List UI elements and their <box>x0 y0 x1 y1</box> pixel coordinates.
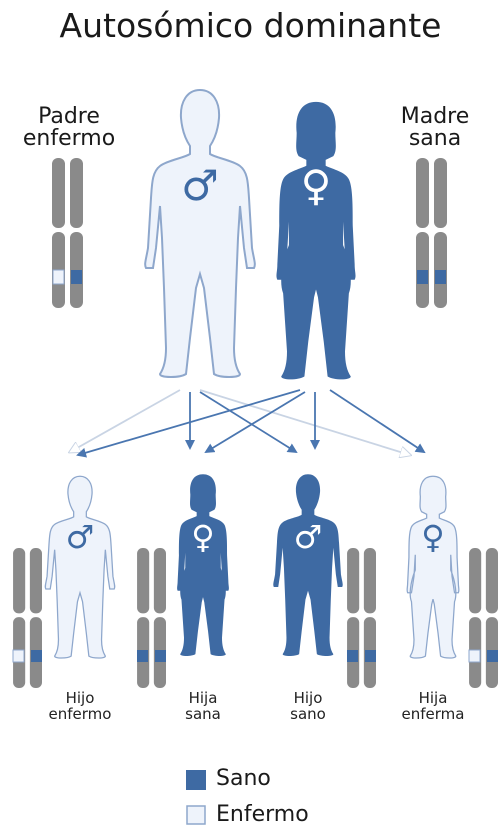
child3-allele-healthy-2 <box>365 650 376 662</box>
child2-symbol-icon: ♀ <box>191 518 214 556</box>
arrow-mother-to-daughter-affected <box>330 390 424 452</box>
mother-allele-healthy-2 <box>435 270 446 284</box>
mother-allele-healthy-1 <box>417 270 428 284</box>
arrow-father-to-son-affected <box>70 390 180 452</box>
arrow-mother-to-daughter-healthy <box>206 392 305 452</box>
father-symbol-icon: ♂ <box>181 161 219 210</box>
father-figure <box>145 90 255 377</box>
child1-chromosomes <box>13 548 42 688</box>
child2-allele-healthy-2 <box>155 650 166 662</box>
child3-chromosomes <box>347 548 376 688</box>
child3-symbol-icon: ♂ <box>294 518 323 556</box>
child1-label-line1: Hijo <box>35 690 125 706</box>
inheritance-arrows <box>70 390 424 455</box>
father-chromosomes <box>52 158 83 308</box>
father-allele-healthy <box>71 270 82 284</box>
legend-affected-label: Enfermo <box>216 802 309 827</box>
mother-symbol-icon: ♀ <box>301 161 332 210</box>
child3-label-line1: Hijo <box>263 690 353 706</box>
legend-affected-swatch <box>187 806 205 824</box>
mother-figure <box>276 102 355 379</box>
child4-figure <box>407 476 459 658</box>
child2-allele-healthy-1 <box>137 650 148 662</box>
child4-label-line1: Hija <box>388 690 478 706</box>
child2-figure <box>177 474 229 656</box>
child1-label-line2: enfermo <box>35 706 125 722</box>
father-allele-affected <box>53 270 64 284</box>
child3-label: Hijo sano <box>263 690 353 722</box>
arrow-father-to-son-healthy <box>200 392 296 452</box>
child2-chromosomes <box>137 548 166 688</box>
child3-allele-healthy-1 <box>347 650 358 662</box>
child4-allele-healthy <box>487 650 498 662</box>
child1-allele-affected <box>13 650 24 662</box>
child4-label: Hija enferma <box>388 690 478 722</box>
mother-chromosomes <box>416 158 447 308</box>
child1-label: Hijo enfermo <box>35 690 125 722</box>
child2-label-line2: sana <box>158 706 248 722</box>
child3-figure <box>273 474 342 656</box>
child1-allele-healthy <box>31 650 42 662</box>
child4-chromosomes <box>469 548 498 688</box>
arrow-mother-to-son-affected <box>78 390 300 455</box>
legend-healthy-label: Sano <box>216 766 271 791</box>
child2-label: Hija sana <box>158 690 248 722</box>
child1-symbol-icon: ♂ <box>66 518 95 556</box>
child3-label-line2: sano <box>263 706 353 722</box>
child2-label-line1: Hija <box>158 690 248 706</box>
child4-symbol-icon: ♀ <box>421 518 444 556</box>
child4-label-line2: enferma <box>388 706 478 722</box>
child1-figure <box>45 476 114 658</box>
child4-allele-affected <box>469 650 480 662</box>
legend-healthy-swatch <box>186 770 206 790</box>
